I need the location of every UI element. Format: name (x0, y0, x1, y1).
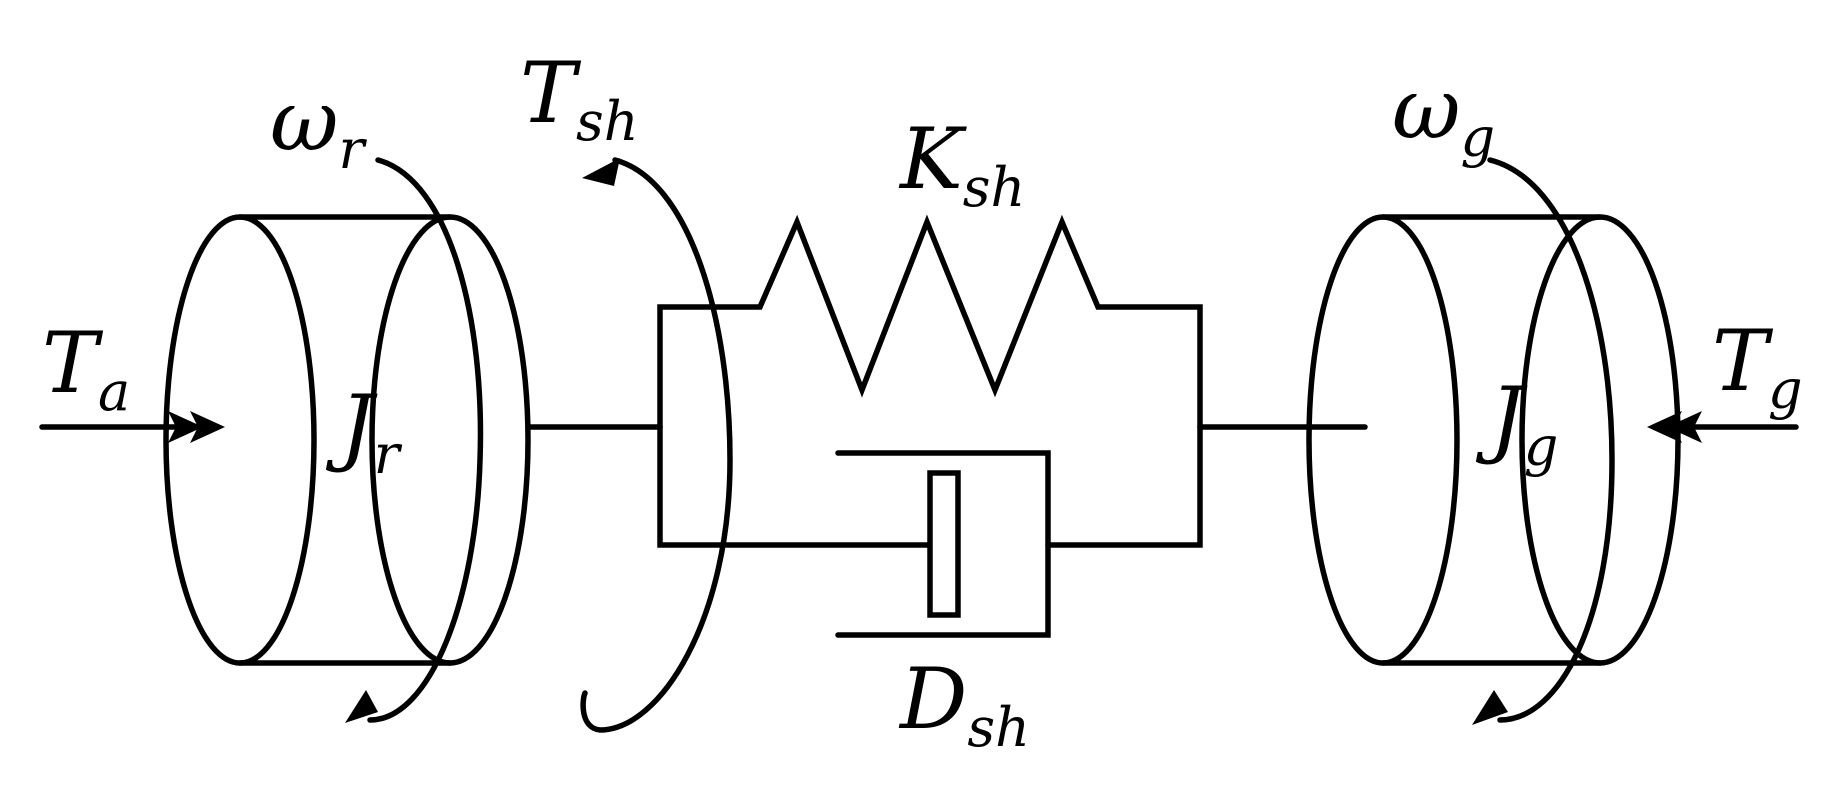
shaft-stiffness-label: Ksh (898, 110, 1025, 219)
shaft-torque-rotation-arrow (580, 157, 733, 733)
generator-torque-arrow (1647, 411, 1799, 443)
aerodynamic-torque-label: Ta (42, 314, 130, 423)
rotor-speed-label: ωr (270, 72, 368, 181)
generator-inertia-label: Jg (1475, 369, 1558, 478)
shaft-damping-damper (657, 424, 1203, 638)
rotor-inertia-label: Jr (325, 377, 403, 486)
shaft-damping-label: Dsh (898, 650, 1030, 759)
generator-torque-label: Tg (1712, 312, 1803, 421)
rotor-inertia-cylinder (163, 214, 531, 666)
shaft-stiffness-spring (657, 214, 1203, 430)
generator-speed-rotation-arrow (1472, 157, 1615, 725)
shaft-torque-label: Tsh (520, 44, 639, 153)
generator-speed-label: ωg (1392, 60, 1495, 169)
rotor-speed-rotation-arrow (345, 157, 484, 723)
aerodynamic-torque-arrow (39, 411, 225, 443)
